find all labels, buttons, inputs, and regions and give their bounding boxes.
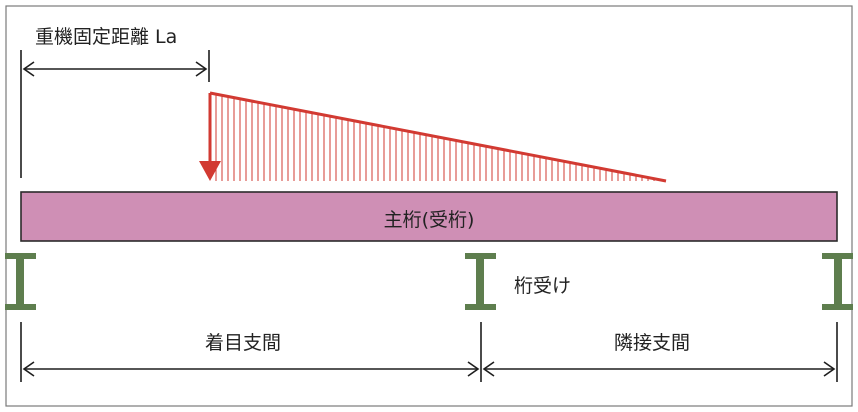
distributed-load-top-edge — [209, 91, 667, 183]
down-arrow-icon — [199, 93, 221, 181]
i-beam-support-icon-right — [822, 253, 853, 310]
target-span-arrow-icon — [22, 361, 480, 377]
main-girder-bar — [20, 191, 838, 242]
girder-seat-label: 桁受け — [514, 275, 572, 297]
adjacent-span-arrow-icon — [482, 361, 836, 377]
i-beam-support-icon-middle — [465, 253, 496, 310]
main-girder-label: 主桁(受桁) — [383, 209, 475, 231]
crane-fixed-distance-label: 重機固定距離 La — [35, 26, 178, 48]
la-dimension-arrow-icon — [22, 61, 208, 77]
diagram-frame — [5, 5, 853, 407]
target-span-label: 着目支間 — [205, 332, 282, 354]
i-beam-support-icon-left — [5, 253, 36, 310]
adjacent-span-label: 隣接支間 — [614, 332, 691, 354]
